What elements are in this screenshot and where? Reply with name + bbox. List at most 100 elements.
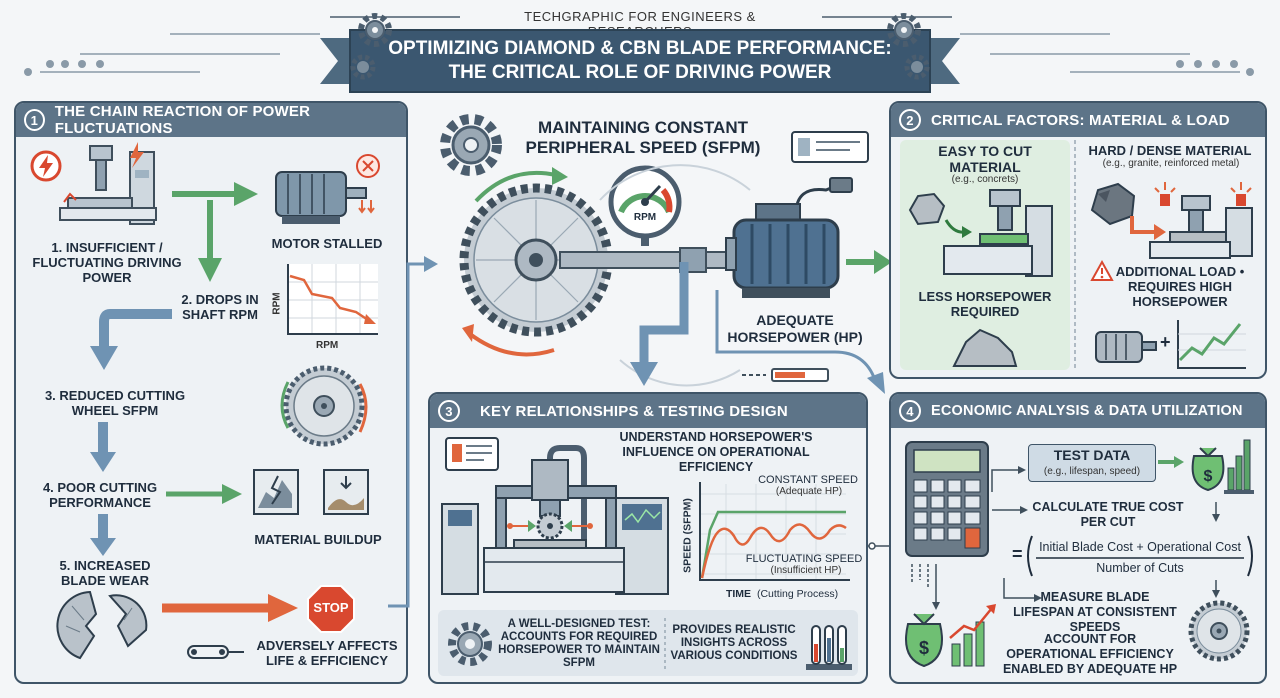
test-rig-icon: [441, 445, 669, 595]
time-x-axis-label: TIME (Cutting Process): [712, 588, 852, 600]
section-3-header: 3 KEY RELATIONSHIPS & TESTING DESIGN: [430, 394, 866, 428]
small-blade-icon: [1188, 600, 1250, 662]
connector-center-to-s2: [846, 250, 892, 274]
arrow-to-stop: [162, 594, 298, 622]
formula-paren-right: [1247, 535, 1253, 577]
true-cost-label: CALCULATE TRUE COST PER CUT: [1032, 500, 1184, 529]
gauge-label: RPM: [633, 212, 657, 223]
arrow-step2-to-step3: [90, 309, 172, 370]
test-data-label: TEST DATA: [1053, 447, 1131, 463]
calculator-icon: [905, 441, 989, 557]
connector-s3-to-s4: [868, 542, 890, 550]
small-cutting-machine-icon: [943, 189, 1053, 277]
section-3-number: 3: [438, 400, 460, 422]
control-panel-icon: [791, 131, 869, 163]
alarm-lights-icon: [1149, 182, 1253, 259]
id-card-icon: [445, 437, 499, 471]
footer-divider: [664, 618, 666, 670]
formula-equals: =: [1012, 544, 1023, 564]
fluctuating-speed-sub: (Insufficient HP): [770, 565, 842, 576]
gear-icon: [887, 13, 921, 47]
test-data-sub: (e.g., lifespan, speed): [1043, 466, 1141, 477]
test-gear-icon: [448, 622, 492, 666]
outcome-label: ADVERSELY AFFECTS LIFE & EFFICIENCY: [256, 638, 398, 668]
section-2-number: 2: [899, 109, 921, 131]
formula-paren-left: [1027, 535, 1033, 577]
lightning-warning-icon: [30, 150, 62, 182]
section-4-header: 4 ECONOMIC ANALYSIS & DATA UTILIZATION: [891, 394, 1265, 428]
broken-blade-icon: [56, 590, 148, 660]
step-1-label: 1. INSUFFICIENT / FLUCTUATING DRIVING PO…: [32, 240, 182, 285]
arrow-step1-to-step2: [198, 200, 222, 282]
insight-note: PROVIDES REALISTIC INSIGHTS ACROSS VARIO…: [670, 624, 798, 662]
money-bag-growth-icon: $: [905, 604, 996, 668]
section-1-title: THE CHAIN REACTION OF POWER FLUCTUATIONS: [54, 103, 311, 137]
constant-speed-label: CONSTANT SPEED: [758, 474, 858, 486]
svg-text:$: $: [1204, 468, 1213, 485]
progress-indicator: [742, 368, 829, 382]
section-4-number: 4: [899, 400, 921, 422]
fluctuating-speed-label: FLUCTUATING SPEED: [745, 553, 863, 565]
time-x-axis-title: TIME: [725, 588, 752, 600]
money-bag-chart-icon: $: [1191, 439, 1254, 494]
motor-icon: [275, 171, 367, 224]
gear-icon: [904, 54, 930, 80]
testdata-to-money-arrow: [1158, 456, 1184, 468]
easy-arrow: [944, 219, 972, 238]
connector-s1-to-center: [388, 256, 438, 608]
easy-material-title: EASY TO CUT MATERIAL: [938, 143, 1032, 175]
step-2-label: 2. DROPS IN SHAFT RPM: [181, 292, 259, 322]
section-1-header: 1 THE CHAIN REACTION OF POWER FLUCTUATIO…: [16, 103, 406, 137]
rpm-drop-chart: [287, 264, 378, 335]
hard-material-result: ADDITIONAL LOAD • REQUIRES HIGH HORSEPOW…: [1115, 264, 1245, 309]
section-2-title: CRITICAL FACTORS: MATERIAL & LOAD: [931, 111, 1230, 129]
svg-text:$: $: [919, 638, 929, 658]
calc-to-cost-arrow: [992, 506, 1028, 514]
granite-rock-icon: [1090, 182, 1136, 226]
formula-to-measure-arrow: [1003, 578, 1042, 602]
conveyor-icon: [187, 645, 244, 659]
gear-icon: [350, 54, 376, 80]
title-line-2: THE CRITICAL ROLE OF DRIVING POWER: [448, 62, 832, 83]
section-2-divider: [1074, 140, 1076, 370]
saw-blade-icon: [280, 365, 368, 447]
hard-material-example: (e.g., granite, reinforced metal): [1102, 158, 1240, 169]
connector-center-to-s3: [630, 262, 689, 386]
motor-stalled-label: MOTOR STALLED: [271, 236, 383, 251]
cracked-blade-icon: [253, 469, 299, 515]
dashed-connector-icon: [911, 564, 940, 610]
electric-motor-icon: [725, 177, 853, 298]
easy-material-result: LESS HORSEPOWER REQUIRED: [918, 289, 1052, 319]
rising-chart-icon: [1177, 320, 1246, 369]
test-note: A WELL-DESIGNED TEST: ACCOUNTS FOR REQUI…: [498, 618, 660, 669]
kicker-rule-left: [330, 16, 460, 18]
kicker-rule-right: [822, 16, 952, 18]
large-saw-blade-icon: [459, 183, 613, 337]
warning-icon: [1090, 259, 1114, 281]
hard-material-title: HARD / DENSE MATERIAL: [1088, 143, 1252, 158]
rpm-gauge-icon: [608, 165, 682, 246]
formula-denominator: Number of Cuts: [1096, 561, 1184, 575]
hard-arrow: [1130, 216, 1166, 240]
arrow-step4-to-step5: [90, 514, 116, 556]
section-3-title: KEY RELATIONSHIPS & TESTING DESIGN: [480, 402, 788, 420]
section-3-footer: [438, 610, 858, 676]
center-circle-decor: [599, 164, 751, 387]
speed-y-axis-label: SPEED (SFPM): [681, 498, 694, 573]
stop-sign-icon: [307, 585, 355, 633]
account-label: ACCOUNT FOR OPERATIONAL EFFICIENCY ENABL…: [1002, 632, 1178, 676]
down-arrows-icon: [358, 200, 375, 214]
step-3-label: 3. REDUCED CUTTING WHEEL SFPM: [44, 388, 186, 418]
title-line-1: OPTIMIZING DIAMOND & CBN BLADE PERFORMAN…: [388, 38, 892, 59]
measure-to-blade-arrow: [1212, 580, 1220, 598]
adequate-hp-label: ADEQUATE HORSEPOWER (HP): [727, 312, 863, 345]
center-title: MAINTAINING CONSTANT PERIPHERAL SPEED (S…: [525, 118, 761, 157]
formula-fraction-bar: [1036, 557, 1244, 559]
step-5-label: 5. INCREASED BLADE WEAR: [59, 558, 151, 588]
cutting-machine-icon: [59, 142, 157, 225]
rpm-chart-x-label: RPM: [316, 340, 339, 351]
arrow-step1-to-motor: [172, 182, 258, 206]
test-tubes-icon: [806, 625, 852, 670]
time-x-axis-sub: (Cutting Process): [756, 588, 839, 600]
speed-time-chart: [699, 482, 850, 581]
